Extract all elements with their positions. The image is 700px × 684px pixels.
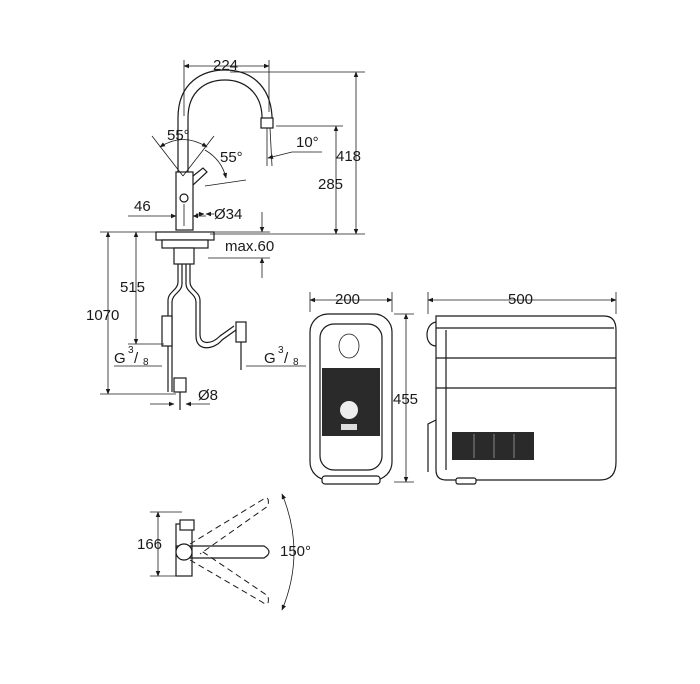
dim-filter-width: 200 <box>335 291 360 308</box>
thread-left-den: 8 <box>143 357 149 368</box>
thread-right-num: 3 <box>278 345 284 356</box>
dim-total-length: 1070 <box>86 307 119 324</box>
mount-shank <box>173 247 195 265</box>
dim-filter-height: 455 <box>393 391 418 408</box>
thread-right-den: 8 <box>293 357 299 368</box>
faucet-top-view: 166 150° <box>137 493 311 611</box>
filter-display <box>338 333 360 359</box>
filter-label <box>341 424 357 430</box>
hose-right <box>185 264 237 349</box>
spout-arc <box>177 69 273 172</box>
chiller-side-pipe-2 <box>427 419 437 472</box>
filter-unit-front: 200 455 <box>309 291 418 485</box>
filter-foot <box>321 475 381 485</box>
spout-tip <box>260 117 274 129</box>
dim-hose-length: 515 <box>120 279 145 296</box>
dim-pipe-diameter: Ø8 <box>198 387 218 404</box>
deck-plate <box>155 231 215 241</box>
right-connector <box>235 321 247 343</box>
dim-angle-left: 55° <box>167 127 190 144</box>
top-view-center <box>175 543 193 561</box>
dim-angle-right: 55° <box>220 149 243 166</box>
chiller-foot <box>455 477 477 485</box>
hose-left-inner <box>171 264 183 392</box>
body-knob <box>179 193 189 203</box>
svg-text:/: / <box>284 350 289 367</box>
thread-left-num: 3 <box>128 345 134 356</box>
dim-spout-height: 285 <box>318 176 343 193</box>
dim-top-offset: 166 <box>137 536 162 553</box>
chiller-side-pipe <box>426 321 437 347</box>
hose-left <box>167 264 179 392</box>
dim-chiller-width: 500 <box>508 291 533 308</box>
thread-right-prefix: G <box>264 350 276 367</box>
chiller-vent <box>452 432 534 460</box>
svg-text:/: / <box>134 350 139 367</box>
dim-deck-thickness: max.60 <box>225 238 274 255</box>
bottom-fitting <box>173 377 187 393</box>
spout-arc-inner <box>187 79 263 172</box>
top-view-spout-pos2 <box>189 549 269 605</box>
filter-panel <box>319 323 383 471</box>
dim-tilt-angle: 10° <box>296 134 319 151</box>
faucet-side-view: 224 418 285 55° 55° 10° 46 Ø34 <box>86 57 365 410</box>
dim-faucet-height: 418 <box>336 148 361 165</box>
dim-faucet-width: 224 <box>213 57 238 74</box>
top-view-lever <box>179 519 195 531</box>
left-connector <box>161 315 173 347</box>
dim-base-offset: 46 <box>134 198 151 215</box>
dim-rotation-angle: 150° <box>280 543 311 560</box>
thread-left-prefix: G <box>114 350 126 367</box>
top-view-spout-pos1 <box>189 497 269 555</box>
hose-right-inner <box>189 264 235 344</box>
dim-hole-diameter: Ø34 <box>214 206 242 223</box>
deck-plate-lower <box>161 239 209 249</box>
filter-logo <box>340 401 358 419</box>
chiller-unit-side: 500 <box>426 291 617 485</box>
